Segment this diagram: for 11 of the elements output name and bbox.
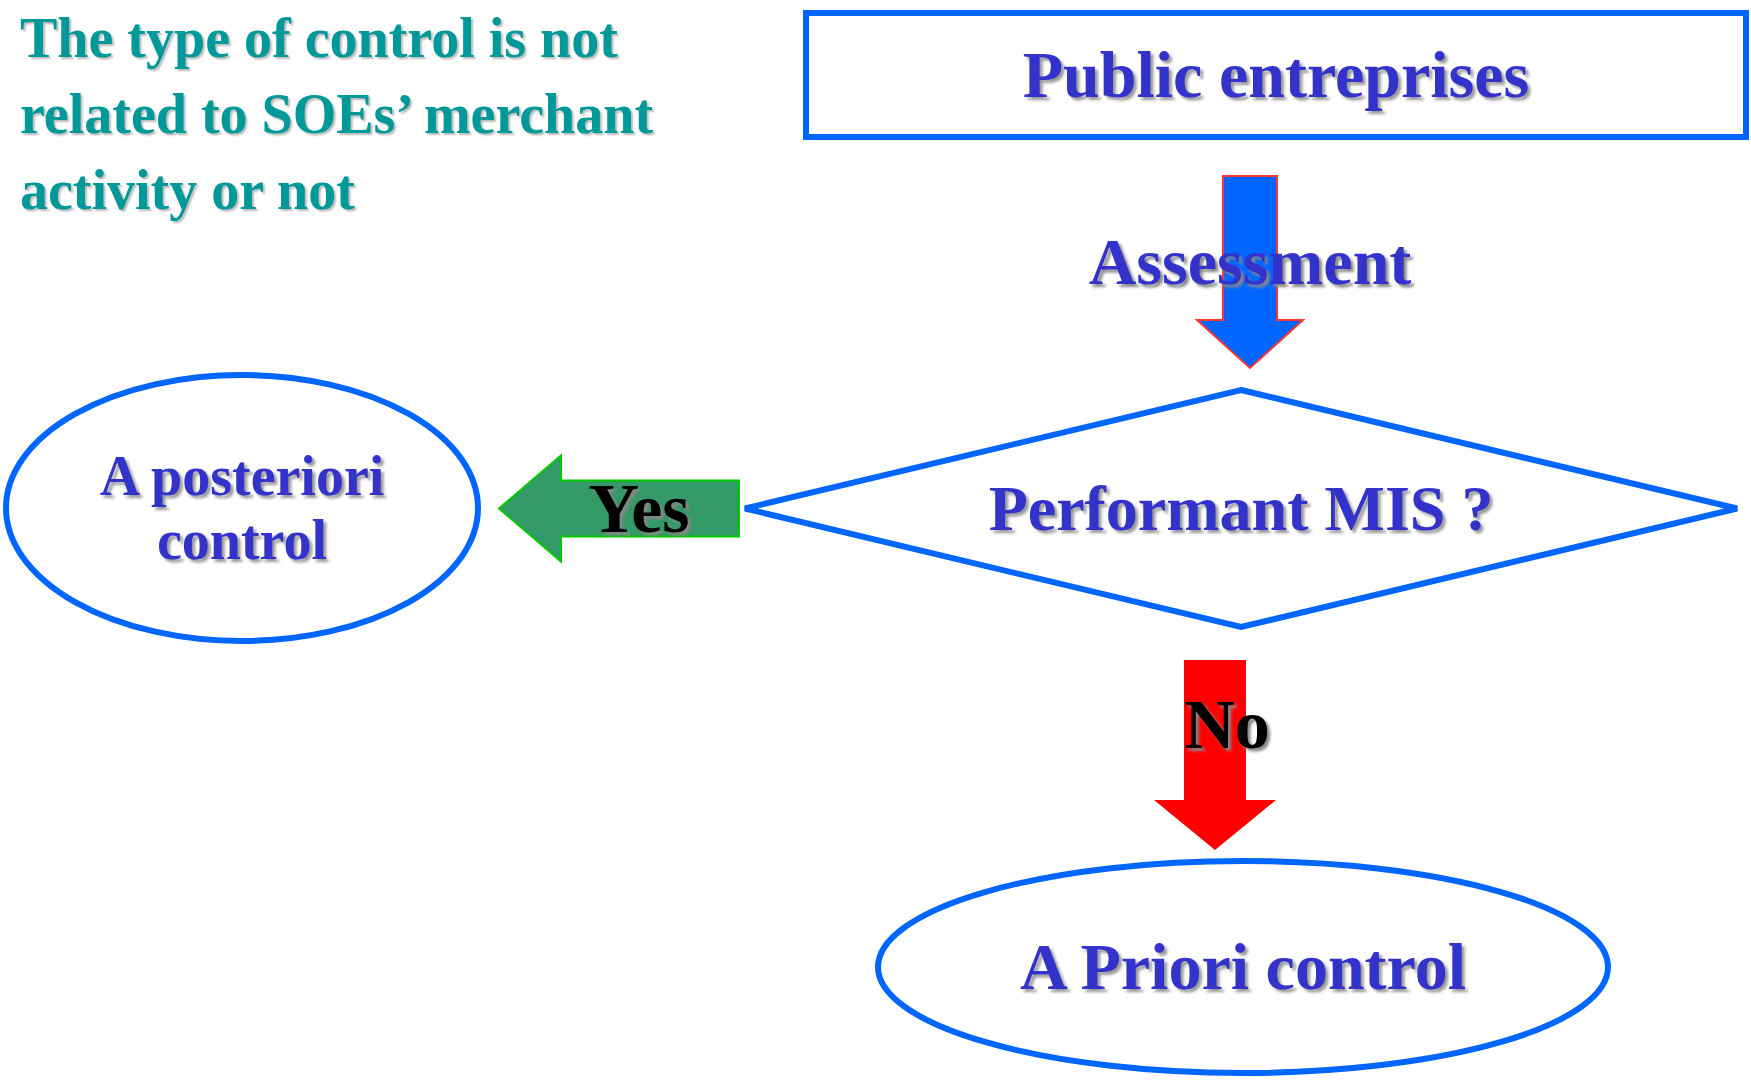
node-label: Public entreprises [1022,37,1530,113]
block-arrow [497,453,740,564]
process-box [803,10,1749,140]
node-label: A Priori control [1020,929,1466,1005]
edge-label: Yes [588,468,690,549]
note-text: The type of control is not related to SOEs’ merchant activity or not [20,6,655,223]
node-label: Performant MIS ? [988,471,1494,546]
terminal-ellipse [3,372,481,644]
node-label: A posteriori control [98,443,386,573]
terminal-ellipse [875,858,1611,1076]
decision-diamond [742,387,1740,630]
